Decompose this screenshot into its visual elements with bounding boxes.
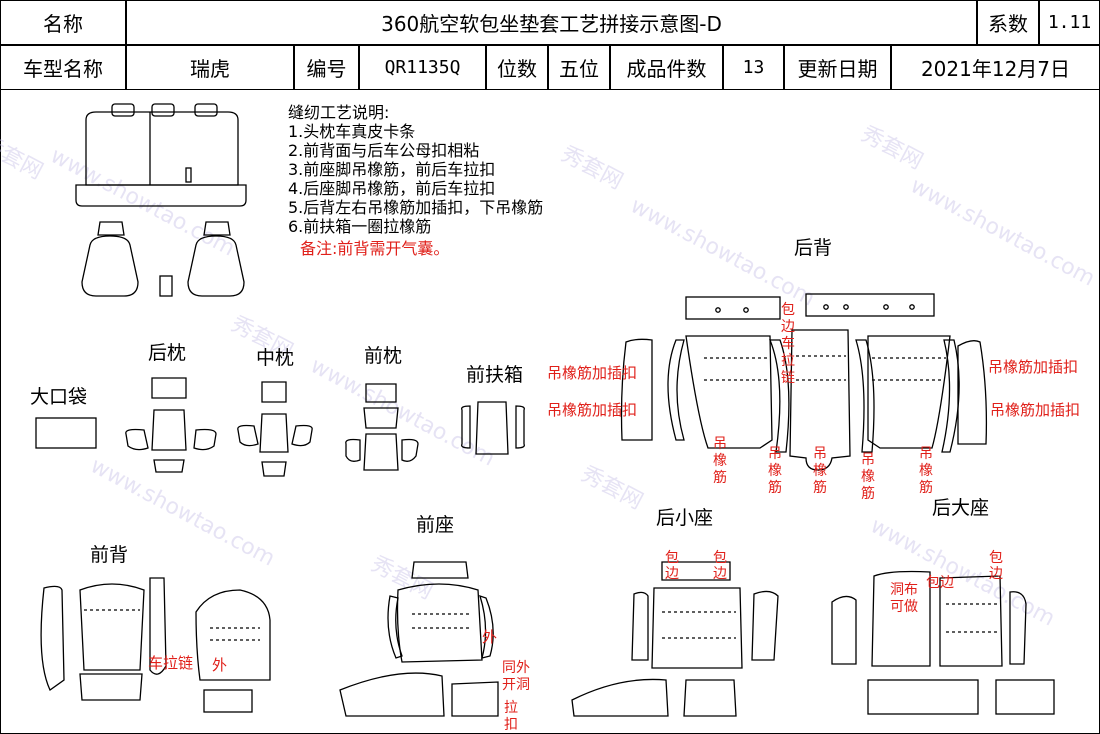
annotation-same-hole: 同外开洞 (502, 660, 530, 693)
sewing-note: 3.前座脚吊橡筋，前后车拉扣 (288, 160, 496, 179)
section-label-front-armrest: 前扶箱 (466, 364, 524, 386)
annotation-elastic-clip: 吊橡筋加插扣 (547, 401, 638, 419)
section-label-rear-headrest: 后枕 (148, 342, 187, 364)
annotation-pull-clip: 拉扣 (504, 700, 518, 733)
annotation-wrap-zip: 包边车拉链 (781, 302, 795, 386)
annotation-elastic: 吊橡筋 (861, 452, 875, 502)
sewing-note: 4.后座脚吊橡筋，前后车拉扣 (288, 179, 496, 198)
seats-label: 位数 (486, 45, 548, 90)
rear-back-pieces (620, 293, 988, 471)
annotation-zip-car: 车拉链 (148, 654, 194, 672)
document-title: 360航空软包坐垫套工艺拼接示意图-D (126, 0, 977, 45)
section-label-mid-headrest: 中枕 (256, 347, 295, 369)
section-label-front-back: 前背 (90, 544, 129, 566)
annotation-elastic: 吊橡筋 (713, 436, 727, 486)
annotation-edge: 边 (713, 566, 727, 582)
sewing-notes-list: 1.头枕车真皮卡条 2.前背面与后车公母扣相粘 3.前座脚吊橡筋，前后车拉扣 4… (288, 122, 543, 236)
annotation-outer: 外 (212, 656, 228, 674)
rear-bench-diagram (75, 103, 247, 207)
annotation-edge: 边 (989, 566, 1003, 582)
section-label-rear-small-seat: 后小座 (656, 507, 714, 529)
date-value: 2021年12月7日 (891, 45, 1100, 90)
annotation-elastic-clip: 吊橡筋加插扣 (990, 401, 1081, 419)
annotation-wrap-edge: 包边 (926, 575, 954, 591)
rear-small-seat-pieces (571, 561, 779, 717)
sewing-note: 2.前背面与后车公母扣相粘 (288, 141, 480, 160)
front-headrest-pieces (345, 383, 419, 471)
annotation-edge: 边 (665, 566, 679, 582)
date-label: 更新日期 (784, 45, 891, 90)
section-label-rear-back: 后背 (794, 237, 833, 259)
pieces-label: 成品件数 (610, 45, 723, 90)
section-label-rear-big-seat: 后大座 (932, 497, 990, 519)
annotation-elastic: 吊橡筋 (919, 446, 933, 496)
pieces-value: 13 (723, 45, 784, 90)
name-label: 名称 (0, 0, 126, 45)
front-seat-pieces (339, 561, 499, 717)
header-row: 名称 360航空软包坐垫套工艺拼接示意图-D 系数 1.11 (0, 0, 1100, 45)
sewing-note: 6.前扶箱一圈拉橡筋 (288, 217, 432, 236)
front-armrest-pieces (461, 401, 525, 455)
mid-headrest-pieces (237, 381, 313, 477)
front-seats-diagram (81, 221, 245, 297)
big-pocket-piece (35, 417, 97, 449)
rear-big-seat-pieces (831, 570, 1055, 715)
code-value: QR1135Q (359, 45, 486, 90)
coefficient-label: 系数 (977, 0, 1039, 45)
annotation-elastic-clip: 吊橡筋加插扣 (988, 358, 1079, 376)
annotation-wrap: 包 (665, 550, 679, 566)
annotation-wrap: 包 (989, 550, 1003, 566)
annotation-outer: 外 (482, 628, 498, 646)
sewing-note: 1.头枕车真皮卡条 (288, 122, 416, 141)
seats-value: 五位 (548, 45, 610, 90)
sewing-note: 5.后背左右吊橡筋加插扣，下吊橡筋 (288, 198, 544, 217)
front-back-pieces (40, 577, 271, 713)
section-label-big-pocket: 大口袋 (30, 386, 88, 408)
annotation-elastic-clip: 吊橡筋加插扣 (547, 364, 638, 382)
annotation-elastic: 吊橡筋 (813, 446, 827, 496)
annotation-elastic: 吊橡筋 (768, 446, 782, 496)
model-value: 瑞虎 (126, 45, 294, 90)
annotation-wrap: 包 (713, 550, 727, 566)
code-label: 编号 (294, 45, 359, 90)
section-label-front-seat: 前座 (416, 514, 455, 536)
section-label-front-headrest: 前枕 (364, 345, 403, 367)
sewing-notes-title: 缝纫工艺说明: (288, 103, 390, 122)
model-label: 车型名称 (0, 45, 126, 90)
remark-note: 备注:前背需开气囊。 (300, 239, 450, 258)
rear-headrest-pieces (125, 377, 217, 473)
annotation-hole-optional: 洞布可做 (890, 582, 918, 615)
info-row: 车型名称 瑞虎 编号 QR1135Q 位数 五位 成品件数 13 更新日期 20… (0, 45, 1100, 90)
